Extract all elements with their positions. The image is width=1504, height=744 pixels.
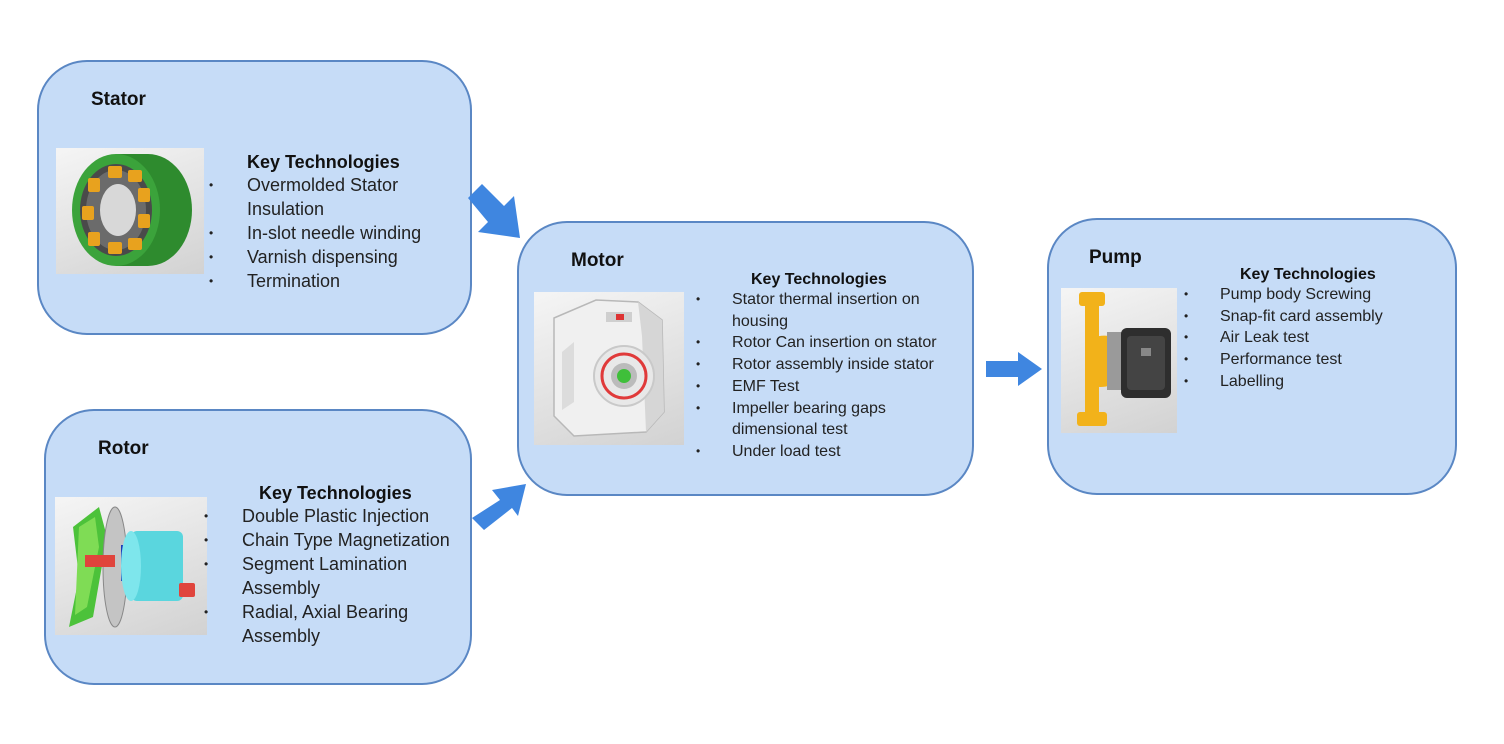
list-item: •Radial, Axial Bearing Assembly bbox=[204, 602, 409, 646]
rotor-key-technologies-heading: Key Technologies bbox=[259, 483, 412, 503]
motor-title: Motor bbox=[571, 250, 624, 271]
list-item: •Rotor Can insertion on stator bbox=[696, 334, 937, 352]
list-item: •Overmolded Stator Insulation bbox=[209, 175, 399, 219]
rotor-card: Rotor Key Technologies •Double Plastic I… bbox=[44, 409, 472, 685]
stator-technologies: Key Technologies •Overmolded Stator Insu… bbox=[209, 152, 467, 293]
pump-image bbox=[1061, 288, 1177, 433]
list-item: •Varnish dispensing bbox=[209, 247, 398, 267]
arrow-motor-to-pump-icon bbox=[984, 350, 1044, 388]
list-item: •Pump body Screwing bbox=[1184, 286, 1372, 303]
rotor-technologies: Key Technologies •Double Plastic Injecti… bbox=[204, 483, 474, 648]
list-item: •Air Leak test bbox=[1184, 329, 1309, 347]
pump-card: Pump Key Technologies •Pump body Screwin… bbox=[1047, 218, 1457, 495]
list-item: •EMF Test bbox=[696, 377, 800, 395]
motor-technology-list: •Stator thermal insertion on housing •Ro… bbox=[696, 289, 972, 463]
stator-image bbox=[56, 148, 204, 274]
list-item: •Impeller bearing gaps dimensional test bbox=[696, 399, 886, 439]
stator-technology-list: •Overmolded Stator Insulation •In-slot n… bbox=[209, 173, 467, 293]
pump-technology-list: •Pump body Screwing •Snap-fit card assem… bbox=[1184, 284, 1450, 393]
motor-image bbox=[534, 292, 684, 445]
pump-title: Pump bbox=[1089, 247, 1142, 268]
pump-key-technologies-heading: Key Technologies bbox=[1240, 266, 1376, 283]
list-item: •Rotor assembly inside stator bbox=[696, 356, 934, 374]
pump-technologies: Key Technologies •Pump body Screwing •Sn… bbox=[1184, 266, 1450, 393]
list-item: •Chain Type Magnetization bbox=[204, 530, 450, 550]
motor-card: Motor Key Technologies •Stator thermal i… bbox=[517, 221, 974, 496]
list-item: •Segment Lamination Assembly bbox=[204, 554, 408, 598]
list-item: •Snap-fit card assembly bbox=[1184, 307, 1383, 325]
list-item: •Labelling bbox=[1184, 372, 1285, 390]
arrow-stator-to-motor-icon bbox=[464, 180, 524, 242]
list-item: •Stator thermal insertion on housing bbox=[696, 291, 920, 330]
list-item: •Termination bbox=[209, 271, 341, 291]
list-item: •Double Plastic Injection bbox=[204, 506, 430, 526]
list-item: •In-slot needle winding bbox=[209, 223, 422, 243]
motor-key-technologies-heading: Key Technologies bbox=[751, 271, 887, 288]
stator-title: Stator bbox=[91, 89, 146, 110]
stator-key-technologies-heading: Key Technologies bbox=[247, 152, 400, 172]
stator-card: Stator Key Technologies •Overmolded Stat… bbox=[37, 60, 472, 335]
list-item: •Performance test bbox=[1184, 351, 1342, 369]
rotor-image bbox=[55, 497, 207, 635]
list-item: •Under load test bbox=[696, 442, 841, 460]
rotor-title: Rotor bbox=[98, 438, 149, 459]
arrow-rotor-to-motor-icon bbox=[468, 480, 528, 532]
rotor-technology-list: •Double Plastic Injection •Chain Type Ma… bbox=[204, 504, 474, 648]
motor-technologies: Key Technologies •Stator thermal inserti… bbox=[696, 271, 972, 463]
